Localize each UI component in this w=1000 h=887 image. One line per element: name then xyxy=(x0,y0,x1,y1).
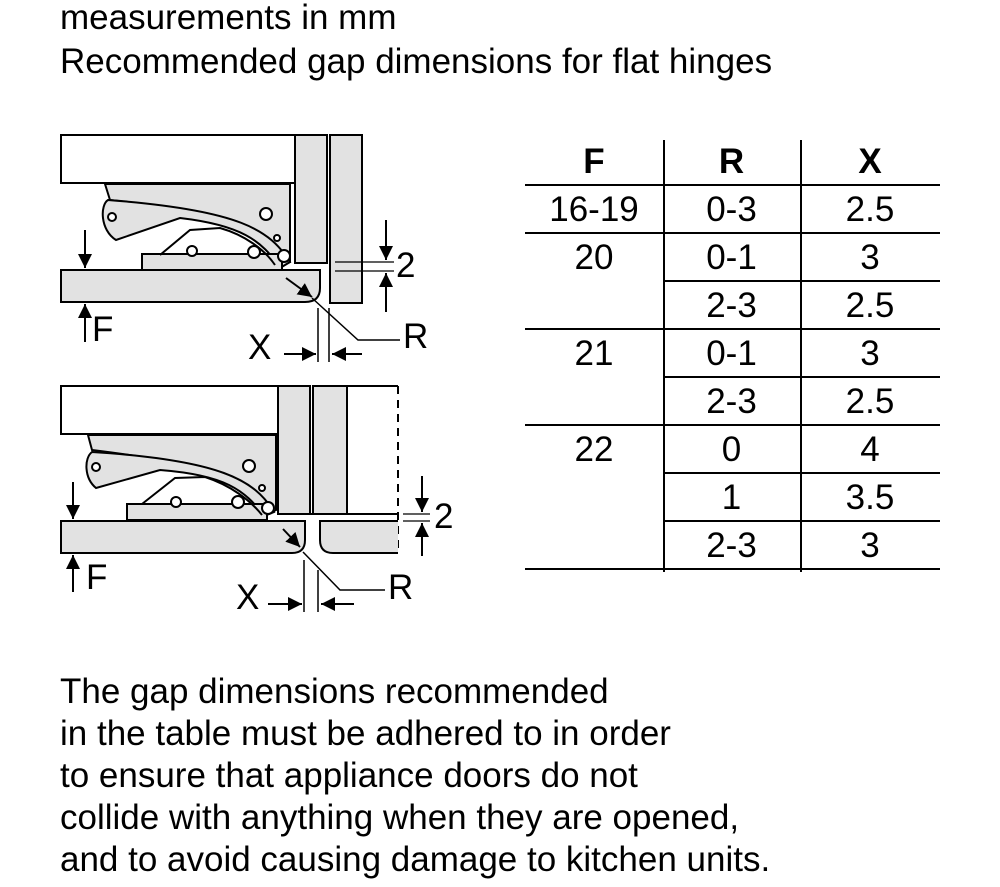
table-row-border xyxy=(663,472,940,474)
table-cell-x: 3 xyxy=(860,526,880,565)
measurement-unit-note: measurements in mm xyxy=(60,0,397,37)
table-cell-r: 0-1 xyxy=(706,238,757,277)
label-r-bottom: R xyxy=(388,568,414,607)
table-cell-r: 2-3 xyxy=(706,526,757,565)
table-cell-r: 0 xyxy=(721,430,742,469)
table-header-r: R xyxy=(718,142,745,181)
label-f-bottom: F xyxy=(86,558,108,597)
table-cell-r: 0-3 xyxy=(706,190,757,229)
note-line: and to avoid causing damage to kitchen u… xyxy=(60,840,771,879)
table-cell-r: 2-3 xyxy=(706,286,757,325)
page-title: Recommended gap dimensions for flat hing… xyxy=(60,42,773,81)
table-header-x: X xyxy=(858,142,882,181)
table-divider xyxy=(663,140,665,572)
table-cell-x: 3 xyxy=(860,238,880,277)
table-cell-x: 2.5 xyxy=(845,382,895,421)
table-row-border xyxy=(525,184,940,186)
label-x-bottom: X xyxy=(236,578,260,617)
table-cell-r: 0-1 xyxy=(706,334,757,373)
table-cell-r: 2-3 xyxy=(706,382,757,421)
table-header-f: F xyxy=(583,142,605,181)
label-gap-top: 2 xyxy=(396,246,416,285)
table-cell-f: 20 xyxy=(574,238,614,277)
note-line: collide with anything when they are open… xyxy=(60,798,740,837)
table-row-border xyxy=(525,424,940,426)
diagram-hinge-bottom xyxy=(60,385,430,612)
table-cell-x: 4 xyxy=(860,430,880,469)
table-row-border xyxy=(525,328,940,330)
table-cell-x: 2.5 xyxy=(845,190,895,229)
table-cell-x: 2.5 xyxy=(845,286,895,325)
label-x-top: X xyxy=(248,328,272,367)
label-gap-bottom: 2 xyxy=(434,497,454,536)
table-cell-x: 3 xyxy=(860,334,880,373)
diagram-hinge-top xyxy=(60,134,400,362)
label-f-top: F xyxy=(92,310,114,349)
table-row-border xyxy=(525,232,940,234)
table-divider xyxy=(800,140,802,572)
note-line: in the table must be adhered to in order xyxy=(60,714,671,753)
note-line: to ensure that appliance doors do not xyxy=(60,756,638,795)
table-row-border xyxy=(663,520,940,522)
table-bottom-border xyxy=(525,568,940,570)
table-cell-x: 3.5 xyxy=(845,478,895,517)
note-line: The gap dimensions recommended xyxy=(60,672,609,711)
table-cell-f: 22 xyxy=(574,430,614,469)
table-cell-f: 21 xyxy=(574,334,614,373)
table-row-border xyxy=(663,376,940,378)
label-r-top: R xyxy=(403,317,429,356)
table-cell-r: 1 xyxy=(721,478,742,517)
table-row-border xyxy=(663,280,940,282)
table-cell-f: 16-19 xyxy=(549,190,639,229)
